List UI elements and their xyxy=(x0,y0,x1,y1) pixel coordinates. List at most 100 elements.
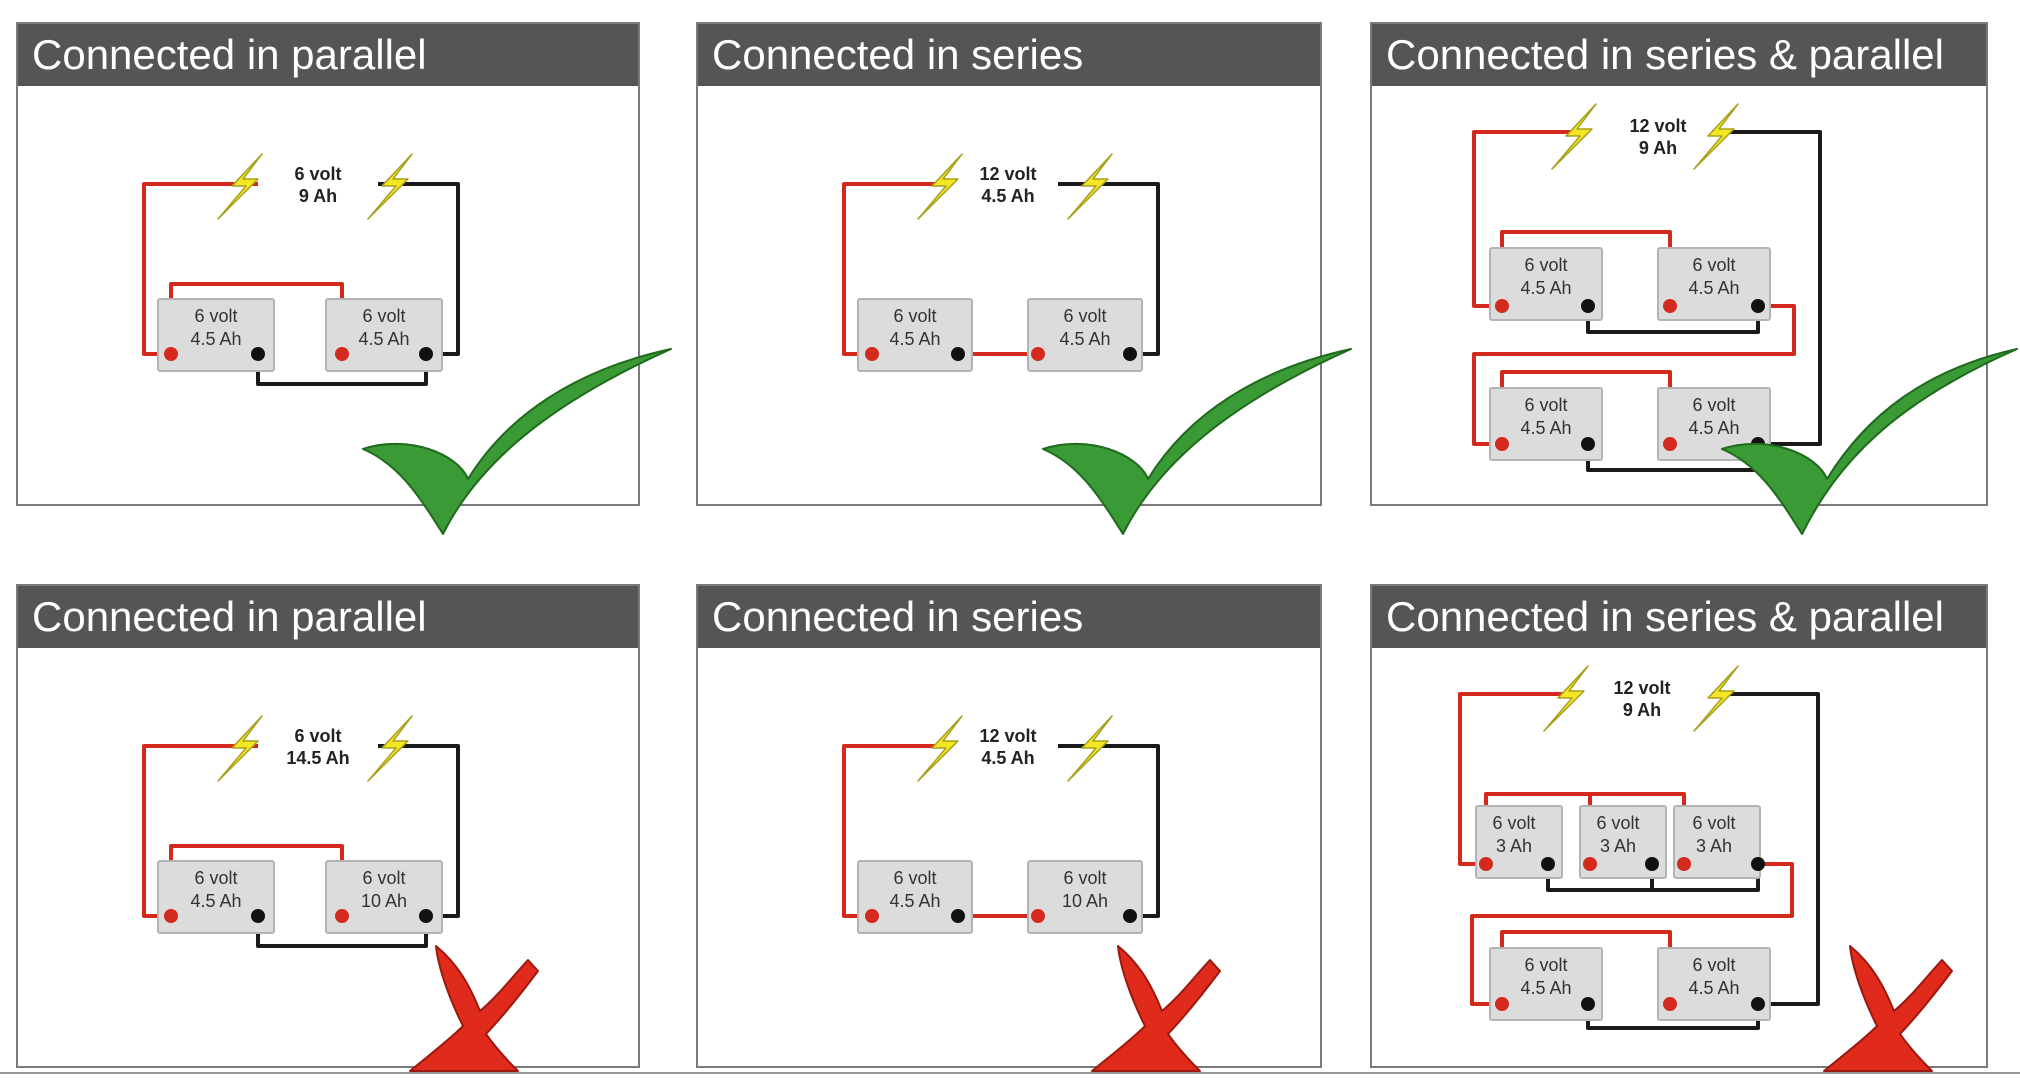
positive-terminal xyxy=(1663,299,1677,313)
series-link-wire xyxy=(1472,304,1796,446)
negative-terminal xyxy=(951,909,965,923)
check-mark-icon xyxy=(1721,348,2018,535)
battery-capacity: 4.5 Ah xyxy=(1688,418,1739,438)
battery-capacity: 4.5 Ah xyxy=(190,329,241,349)
battery-capacity: 10 Ah xyxy=(1062,891,1108,911)
battery-capacity: 10 Ah xyxy=(361,891,407,911)
battery: 6 volt 4.5 Ah xyxy=(1657,947,1771,1021)
battery-voltage: 6 volt xyxy=(1063,306,1106,326)
negative-terminal xyxy=(1751,997,1765,1011)
wiring-diagram: 6 volt 4.5 Ah 6 volt 10 Ah 12 volt 4.5 A… xyxy=(842,715,1221,1072)
cross-mark-icon xyxy=(1823,945,1953,1072)
panel-series-correct: Connected in series 6 volt 4.5 Ah 6 volt… xyxy=(696,22,1352,535)
battery-capacity: 4.5 Ah xyxy=(1688,278,1739,298)
total-voltage: 12 volt xyxy=(979,164,1036,184)
positive-terminal xyxy=(1031,909,1045,923)
lightning-bolt-icon xyxy=(1067,153,1113,220)
wiring-diagram: 6 volt 4.5 Ah 6 volt 4.5 Ah 6 volt 4.5 A… xyxy=(1472,103,2018,535)
negative-terminal xyxy=(419,347,433,361)
total-voltage: 6 volt xyxy=(294,164,341,184)
negative-wire xyxy=(1712,692,1820,1006)
negative-terminal xyxy=(1123,909,1137,923)
lightning-bolt-icon xyxy=(1543,665,1589,732)
panel-series-parallel-correct: Connected in series & parallel 6 volt 4.… xyxy=(1370,22,2018,535)
battery-capacity: 4.5 Ah xyxy=(1520,418,1571,438)
negative-terminal xyxy=(1541,857,1555,871)
total-voltage: 6 volt xyxy=(294,726,341,746)
lightning-bolt-icon xyxy=(1693,103,1739,170)
positive-terminal xyxy=(1479,857,1493,871)
battery-capacity: 4.5 Ah xyxy=(1059,329,1110,349)
positive-terminal xyxy=(1583,857,1597,871)
negative-wire xyxy=(1712,130,1822,446)
battery-voltage: 6 volt xyxy=(362,306,405,326)
battery-voltage: 6 volt xyxy=(893,306,936,326)
battery-capacity: 3 Ah xyxy=(1600,836,1636,856)
cross-mark-icon xyxy=(1091,945,1221,1072)
negative-terminal xyxy=(1645,857,1659,871)
positive-terminal xyxy=(1663,437,1677,451)
negative-terminal xyxy=(251,909,265,923)
positive-terminal xyxy=(164,347,178,361)
battery: 6 volt 4.5 Ah xyxy=(157,298,275,372)
positive-terminal xyxy=(865,909,879,923)
total-capacity: 4.5 Ah xyxy=(981,748,1034,768)
check-mark-icon xyxy=(1042,348,1352,535)
negative-terminal xyxy=(1751,857,1765,871)
positive-terminal xyxy=(335,909,349,923)
positive-terminal xyxy=(1495,299,1509,313)
negative-terminal xyxy=(951,347,965,361)
bottom-divider xyxy=(0,1072,2020,1074)
total-capacity: 14.5 Ah xyxy=(286,748,349,768)
positive-terminal xyxy=(335,347,349,361)
negative-terminal xyxy=(1123,347,1137,361)
panel-title: Connected in series & parallel xyxy=(1372,24,1986,86)
battery: 6 volt 4.5 Ah xyxy=(857,860,973,934)
lightning-bolt-icon xyxy=(1693,665,1739,732)
battery-voltage: 6 volt xyxy=(1524,955,1567,975)
battery-capacity: 4.5 Ah xyxy=(889,329,940,349)
positive-wire xyxy=(1458,692,1572,866)
battery: 6 volt 4.5 Ah xyxy=(857,298,973,372)
wiring-diagram: 6 volt 4.5 Ah 6 volt 4.5 Ah 12 volt 4.5 … xyxy=(842,153,1352,535)
battery-voltage: 6 volt xyxy=(1692,955,1735,975)
battery: 6 volt 10 Ah xyxy=(325,860,443,934)
battery-voltage: 6 volt xyxy=(1692,255,1735,275)
lightning-bolt-icon xyxy=(367,153,413,220)
panel-title: Connected in parallel xyxy=(18,586,638,648)
panel-series-parallel-incorrect: Connected in series & parallel 6 volt 3 … xyxy=(1370,584,1988,1072)
battery-voltage: 6 volt xyxy=(1692,813,1735,833)
battery-capacity: 4.5 Ah xyxy=(358,329,409,349)
battery: 6 volt 4.5 Ah xyxy=(325,298,443,372)
battery-capacity: 4.5 Ah xyxy=(1688,978,1739,998)
wiring-diagram: 6 volt 4.5 Ah 6 volt 4.5 Ah 6 volt 9 Ah xyxy=(142,153,672,535)
battery-voltage: 6 volt xyxy=(1524,395,1567,415)
battery-voltage: 6 volt xyxy=(893,868,936,888)
lightning-bolt-icon xyxy=(1551,103,1597,170)
negative-terminal xyxy=(419,909,433,923)
panel-title: Connected in series xyxy=(698,24,1320,86)
positive-terminal xyxy=(865,347,879,361)
battery: 6 volt 4.5 Ah xyxy=(1489,247,1603,321)
panel-title: Connected in series & parallel xyxy=(1372,586,1986,648)
lightning-bolt-icon xyxy=(217,153,263,220)
total-voltage: 12 volt xyxy=(979,726,1036,746)
negative-wire xyxy=(1058,182,1160,356)
wiring-diagram: 6 volt 4.5 Ah 6 volt 10 Ah 6 volt 14.5 A… xyxy=(142,715,539,1072)
battery-capacity: 3 Ah xyxy=(1496,836,1532,856)
battery: 6 volt 4.5 Ah xyxy=(1027,298,1143,372)
panel-title: Connected in parallel xyxy=(18,24,638,86)
battery-voltage: 6 volt xyxy=(194,306,237,326)
battery: 6 volt 4.5 Ah xyxy=(1657,387,1771,461)
lightning-bolt-icon xyxy=(917,153,963,220)
positive-terminal xyxy=(164,909,178,923)
cross-mark-icon xyxy=(409,945,539,1072)
battery: 6 volt 3 Ah xyxy=(1475,805,1563,879)
panel-title: Connected in series xyxy=(698,586,1320,648)
battery: 6 volt 4.5 Ah xyxy=(1489,947,1603,1021)
positive-terminal xyxy=(1495,437,1509,451)
check-mark-icon xyxy=(362,348,672,535)
battery: 6 volt 3 Ah xyxy=(1579,805,1667,879)
battery: 6 volt 4.5 Ah xyxy=(1489,387,1603,461)
lightning-bolt-icon xyxy=(1067,715,1113,782)
